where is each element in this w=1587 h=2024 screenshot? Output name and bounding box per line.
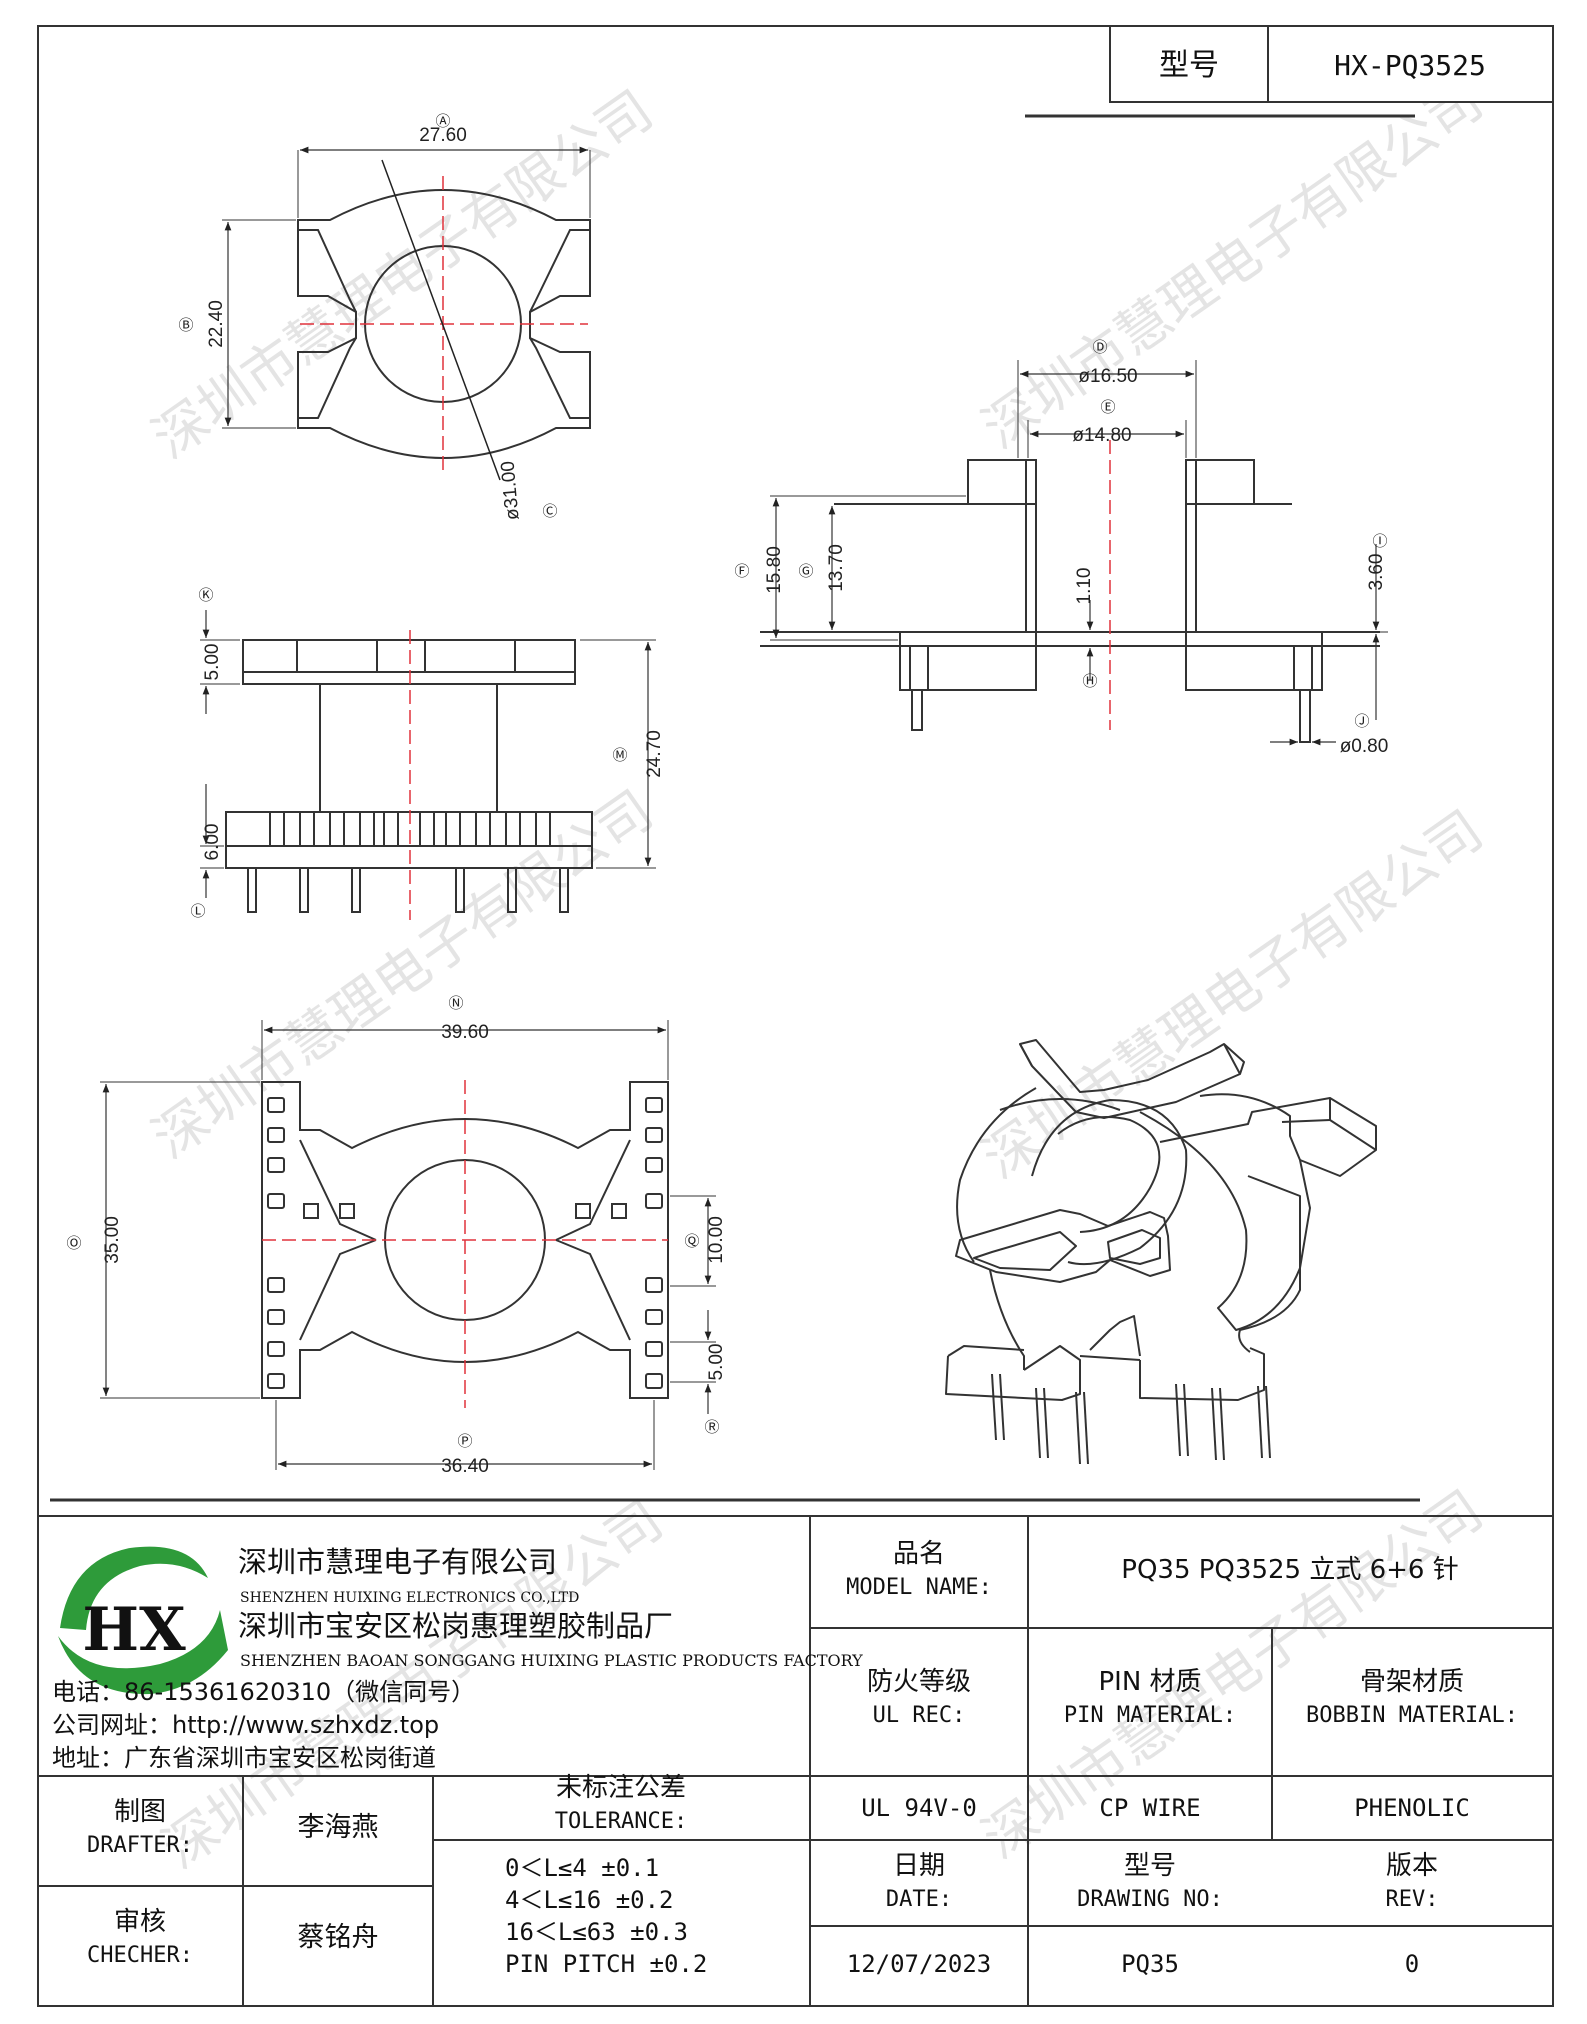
model-name-value: PQ35 PQ3525 立式 6+6 针	[1121, 1555, 1458, 1585]
side-view	[760, 360, 1388, 746]
rev-en: REV:	[1386, 1887, 1439, 1912]
logo-text: HX	[82, 1595, 186, 1665]
dim-k-marker: Ⓚ	[198, 587, 213, 604]
tolerance-line: PIN PITCH ±0.2	[505, 1950, 707, 1978]
drawing-no-cn: 型号	[1124, 1851, 1176, 1881]
tolerance-en: TOLERANCE:	[555, 1809, 687, 1834]
company-name-en: SHENZHEN HUIXING ELECTRONICS CO.,LTD	[240, 1590, 579, 1606]
top-view	[222, 146, 591, 481]
drafter-en: DRAFTER:	[87, 1833, 193, 1858]
header-model-value: HX-PQ3525	[1334, 49, 1486, 82]
tolerance-cn: 未标注公差	[556, 1773, 686, 1803]
dim-e-marker: Ⓔ	[1100, 399, 1115, 416]
dim-m-value: 24.70	[644, 730, 665, 778]
dim-l-value: 6.00	[202, 824, 223, 861]
checker-cn: 审核	[114, 1907, 166, 1937]
drawing-no-en: DRAWING NO:	[1077, 1887, 1223, 1912]
dim-g-value: 13.70	[826, 544, 847, 592]
dim-d-marker: Ⓓ	[1092, 339, 1107, 356]
pin-material-cn: PIN 材质	[1098, 1667, 1201, 1697]
header-model-label: 型号	[1159, 48, 1219, 83]
dim-p-value: 36.40	[441, 1456, 489, 1477]
company-address: 地址：广东省深圳市宝安区松岗街道	[52, 1744, 436, 1772]
ul-value: UL 94V-0	[861, 1794, 977, 1822]
header-model-box: 型号 HX-PQ3525	[1025, 25, 1554, 118]
title-block-grid	[37, 1515, 1554, 2007]
dim-r-marker: Ⓡ	[704, 1419, 719, 1436]
date-cn: 日期	[893, 1851, 945, 1881]
watermark-4: 深圳市慧理电子有限公司	[971, 798, 1494, 1190]
dim-o-marker: Ⓞ	[66, 1235, 81, 1252]
dim-m-marker: Ⓜ	[612, 747, 627, 764]
watermark-1: 深圳市慧理电子有限公司	[141, 78, 664, 470]
date-en: DATE:	[886, 1887, 952, 1912]
dim-e-value: ø14.80	[1072, 425, 1131, 446]
dim-f-value: 15.80	[764, 546, 785, 594]
dim-a-value: 27.60	[419, 125, 467, 146]
factory-name-cn: 深圳市宝安区松岗惠理塑胶制品厂	[238, 1609, 673, 1643]
company-logo: HX	[58, 1546, 228, 1695]
dim-a-marker: Ⓐ	[435, 113, 450, 130]
dim-h-marker: Ⓗ	[1082, 673, 1097, 690]
date-value: 12/07/2023	[847, 1950, 992, 1978]
dim-n-value: 39.60	[441, 1022, 489, 1043]
dim-q-marker: Ⓠ	[684, 1233, 699, 1250]
drafter-name: 李海燕	[298, 1812, 379, 1843]
ul-rec-en: UL REC:	[873, 1703, 966, 1728]
dim-o-value: 35.00	[102, 1216, 123, 1264]
tolerance-line: 4＜L≤16 ±0.2	[505, 1886, 674, 1914]
dim-p-marker: Ⓟ	[457, 1433, 472, 1450]
dim-l-marker: Ⓛ	[190, 903, 205, 920]
checker-en: CHECHER:	[87, 1943, 193, 1968]
dim-c-marker: Ⓒ	[542, 503, 557, 520]
dim-q-value: 10.00	[706, 1216, 727, 1264]
drawing-no-value: PQ35	[1121, 1950, 1179, 1978]
dim-j-value: ø0.80	[1340, 736, 1389, 757]
dim-b-value: 22.40	[206, 300, 227, 348]
dim-d-value: ø16.50	[1078, 366, 1137, 387]
checker-name: 蔡铭舟	[298, 1922, 379, 1953]
watermark-2: 深圳市慧理电子有限公司	[971, 68, 1494, 460]
dim-k-value: 5.00	[202, 644, 223, 681]
dim-r-value: 5.00	[706, 1344, 727, 1381]
dim-g-marker: Ⓖ	[798, 563, 813, 580]
dim-i-value: 3.60	[1366, 554, 1387, 591]
ul-rec-cn: 防火等级	[867, 1667, 971, 1697]
factory-name-en: SHENZHEN BAOAN SONGGANG HUIXING PLASTIC …	[240, 1651, 863, 1670]
rev-value: 0	[1405, 1950, 1419, 1978]
dim-b-marker: Ⓑ	[178, 317, 193, 334]
company-name-cn: 深圳市慧理电子有限公司	[238, 1545, 557, 1579]
model-name-en: MODEL NAME:	[846, 1575, 992, 1600]
bobbin-material-value: PHENOLIC	[1354, 1794, 1470, 1822]
company-website: 公司网址：http://www.szhxdz.top	[52, 1711, 439, 1739]
drafter-cn: 制图	[114, 1797, 166, 1827]
dim-i-marker: Ⓘ	[1372, 533, 1387, 550]
isometric-view	[945, 1039, 1377, 1465]
bobbin-material-en: BOBBIN MATERIAL:	[1306, 1703, 1518, 1728]
rev-cn: 版本	[1386, 1851, 1438, 1881]
front-view	[200, 610, 656, 920]
model-name-cn: 品名	[893, 1539, 945, 1569]
bobbin-material-cn: 骨架材质	[1360, 1667, 1464, 1697]
pin-material-en: PIN MATERIAL:	[1064, 1703, 1236, 1728]
dim-c-value: ø31.00	[497, 460, 523, 521]
dim-h-value: 1.10	[1074, 568, 1095, 605]
dim-j-marker: Ⓙ	[1354, 713, 1369, 730]
pin-material-value: CP WIRE	[1099, 1794, 1200, 1822]
bottom-view	[100, 1020, 716, 1470]
tolerance-line: 16＜L≤63 ±0.3	[505, 1918, 688, 1946]
tolerance-line: 0＜L≤4 ±0.1	[505, 1854, 659, 1882]
company-phone: 电话：86-15361620310（微信同号）	[52, 1678, 475, 1706]
dim-f-marker: Ⓕ	[734, 563, 749, 580]
dim-n-marker: Ⓝ	[448, 995, 463, 1012]
